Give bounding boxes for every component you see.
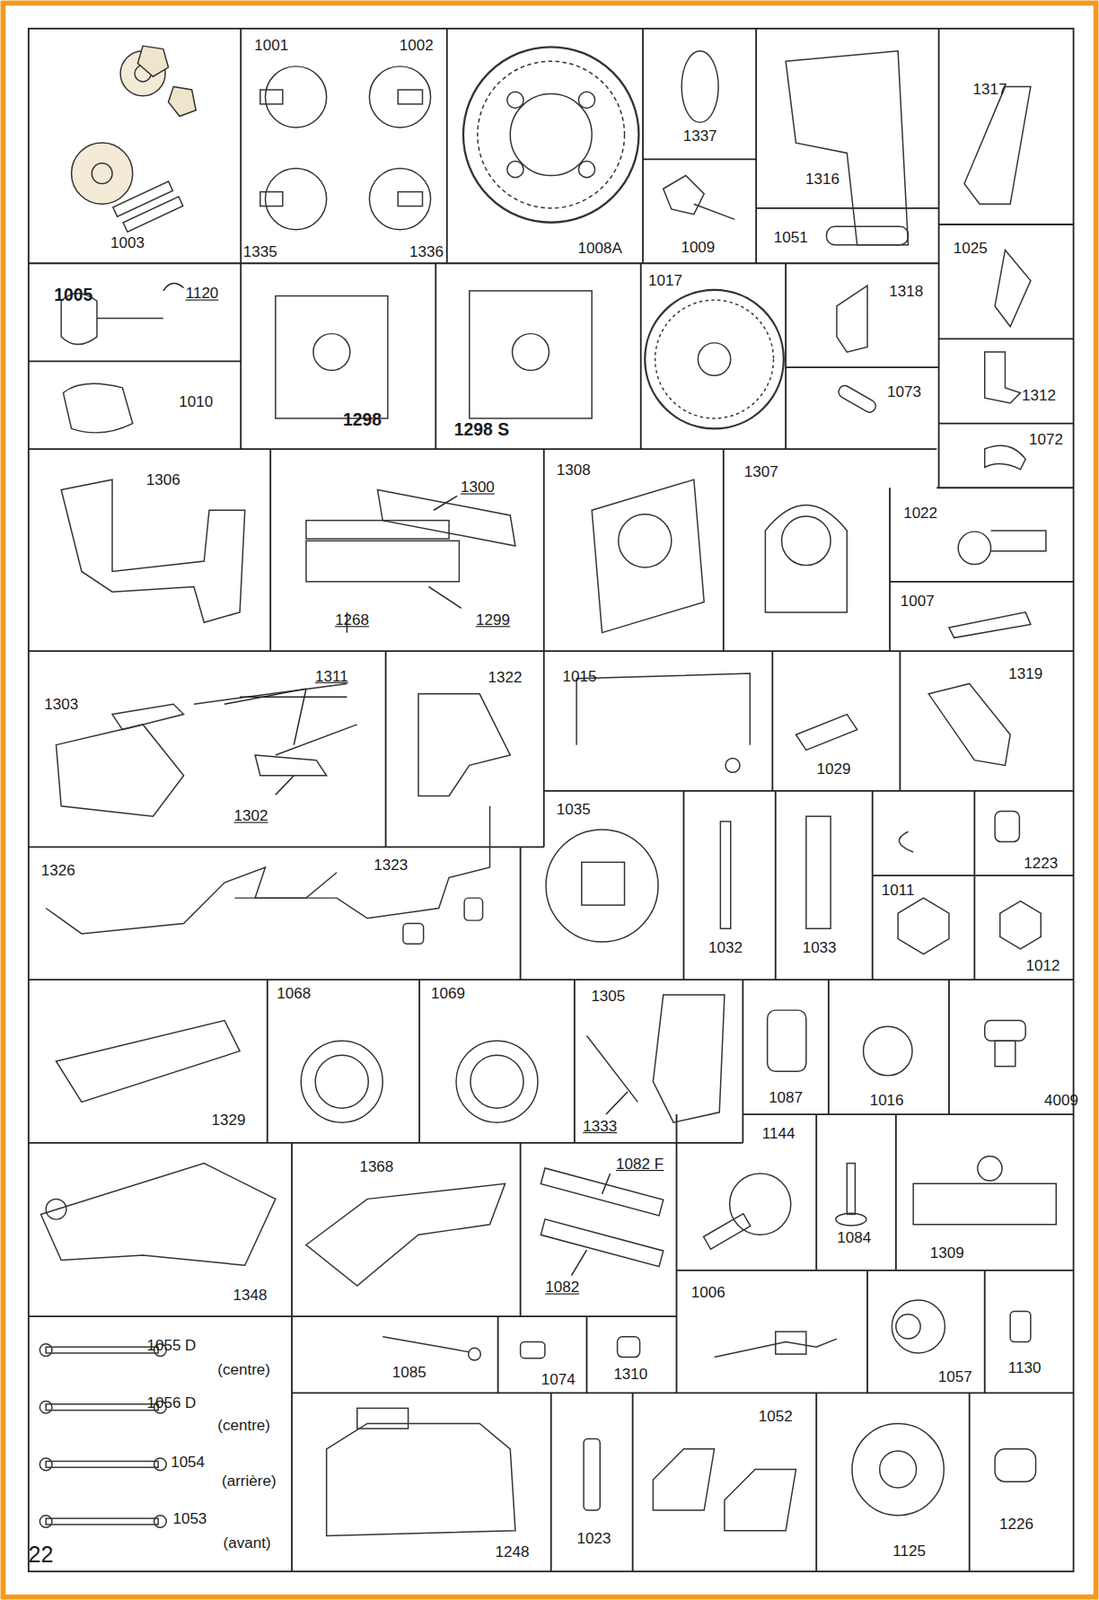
callout-number: 1125: [890, 1541, 928, 1559]
callout-number: 1006: [688, 1283, 727, 1301]
callout-number: 1305: [589, 987, 627, 1005]
callout-number: 1084: [835, 1228, 873, 1246]
callout-number: 1130: [1005, 1358, 1043, 1376]
callout-number: 1144: [760, 1124, 798, 1142]
callout-number: 1007: [897, 591, 936, 609]
callout-number: 1032: [706, 938, 745, 956]
callout-number: 1312: [1019, 386, 1058, 404]
callout-number: 1069: [429, 984, 467, 1002]
callout-number: 1029: [814, 759, 853, 777]
callout-number: 1016: [867, 1090, 906, 1108]
callout-number: (centre): [215, 1415, 273, 1434]
callout-number: 1336: [407, 242, 446, 260]
callout-number: (avant): [220, 1533, 273, 1551]
callout-number: 1298 S: [452, 420, 512, 440]
callout-number: 1001: [252, 35, 291, 53]
callout-number: 1268: [333, 610, 371, 628]
callout-number: 1051: [772, 228, 810, 246]
callout-number: 1015: [560, 667, 598, 685]
callout-number: 1054: [168, 1452, 207, 1470]
callout-number: 1009: [678, 237, 717, 255]
callout-number: 1299: [474, 610, 512, 628]
callout-number: 1318: [887, 281, 925, 299]
callout-number: 1023: [574, 1529, 613, 1547]
callout-number: 1337: [680, 126, 719, 144]
callout-number: 1073: [885, 382, 924, 400]
callout-number: 1302: [231, 806, 270, 824]
callout-number: 1085: [389, 1362, 428, 1381]
callout-number: 1025: [951, 239, 990, 257]
callout-number: 22: [26, 1542, 55, 1567]
callout-number: 1223: [1021, 853, 1060, 871]
callout-number: 1011: [879, 880, 917, 898]
callout-number: 1082 F: [614, 1154, 667, 1172]
callout-number: 1120: [183, 284, 220, 302]
callout-number: 1226: [997, 1514, 1036, 1532]
callout-number: 1055 D: [144, 1336, 199, 1354]
callout-number: 1087: [766, 1088, 805, 1106]
callout-number: 1333: [580, 1116, 619, 1135]
callout-number: 1319: [1006, 664, 1045, 682]
callout-number: 1022: [901, 503, 940, 521]
callout-number: 1309: [927, 1243, 966, 1261]
callout-number: 1316: [803, 169, 842, 187]
callout-number: 1074: [538, 1370, 577, 1388]
callout-number: 1303: [42, 695, 80, 713]
callout-number: 1068: [274, 984, 313, 1002]
callout-number: 1307: [742, 462, 781, 480]
callout-number: 1033: [800, 938, 838, 956]
callout-number: 1317: [970, 79, 1009, 97]
callout-number: 1248: [492, 1542, 531, 1560]
callout-number: 1035: [553, 800, 592, 818]
callout-number: 1053: [170, 1509, 209, 1527]
callout-number: 1311: [313, 667, 351, 685]
callout-number: 1323: [371, 855, 410, 873]
callout-number: 1003: [108, 233, 147, 251]
callout-number: 1082: [543, 1277, 581, 1295]
callout-number: 1056 D: [144, 1393, 199, 1411]
callout-number: (arrière): [219, 1471, 279, 1489]
callout-number: 1308: [553, 460, 592, 478]
callout-number: 1310: [611, 1364, 650, 1382]
callout-number: 1017: [646, 271, 685, 289]
callout-number: 1005: [52, 285, 96, 306]
callout-number: 1072: [1027, 430, 1065, 448]
callout-number: 1057: [936, 1367, 975, 1385]
callout-number: 1329: [209, 1110, 247, 1128]
callout-number: (centre): [215, 1361, 273, 1379]
callout-number: 1322: [485, 668, 524, 686]
callout-number: 1300: [458, 477, 497, 495]
callout-number: 1008A: [575, 239, 625, 257]
callout-number: 1348: [230, 1286, 269, 1304]
callout-number: 1298: [341, 410, 385, 431]
callout-number: 1012: [1023, 956, 1062, 974]
callout-number: 4009: [1042, 1090, 1081, 1108]
callout-number: 1010: [176, 392, 215, 410]
callout-number: 1326: [39, 861, 78, 879]
callout-number: 1002: [396, 35, 435, 53]
callout-number: 1306: [144, 470, 183, 488]
callout-number: 1368: [357, 1157, 396, 1175]
callout-number: 1335: [241, 242, 280, 260]
callout-number: 1052: [756, 1406, 795, 1425]
